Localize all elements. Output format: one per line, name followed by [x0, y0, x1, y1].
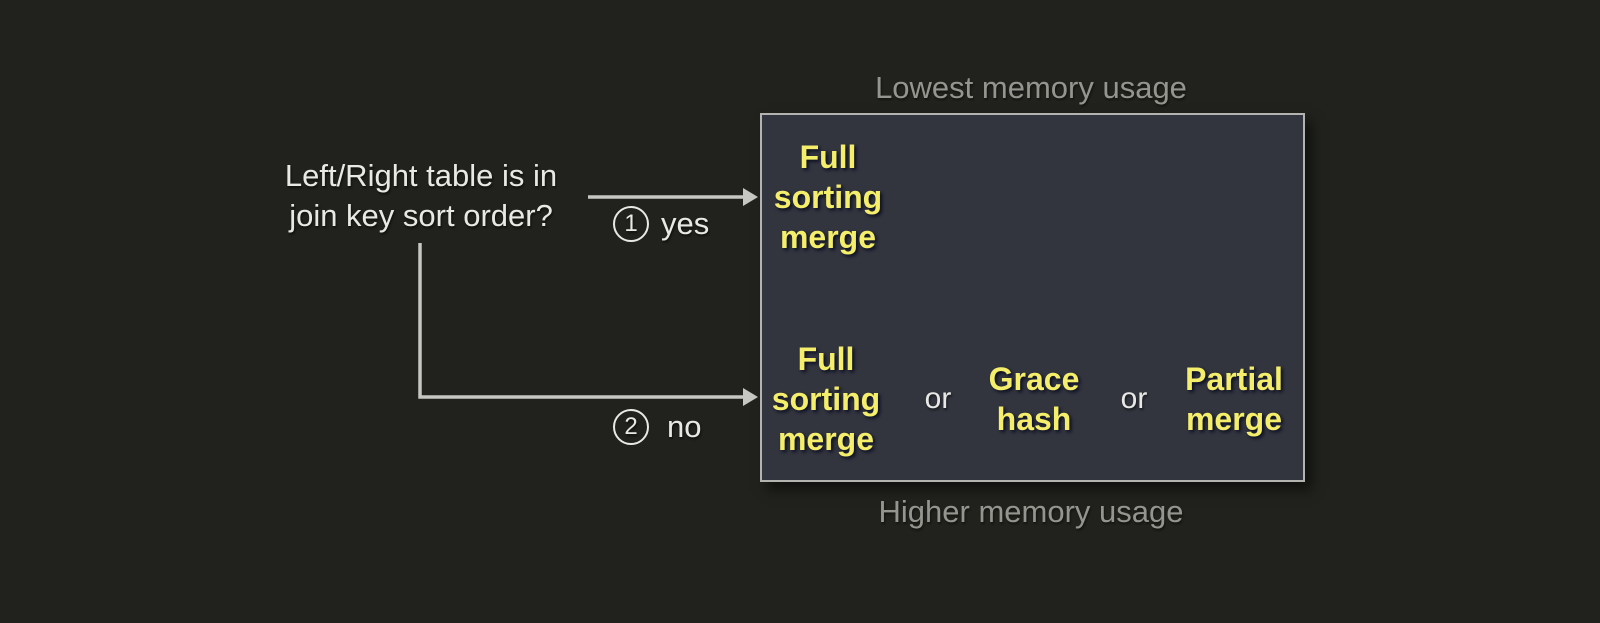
or-separator-2: or	[1120, 382, 1148, 415]
option-full-sorting-merge-sorted: Full sorting merge	[773, 139, 883, 255]
option-full-sorting-merge-unsorted: Full sorting merge	[771, 341, 881, 457]
arrow-no-line	[418, 243, 744, 399]
branch-no-text: no	[667, 409, 702, 444]
branch-yes-text: yes	[661, 206, 710, 241]
branch-no-label: 2 no	[613, 409, 701, 445]
lowest-memory-label: Lowest memory usage	[875, 70, 1187, 105]
algorithm-options-box: Full sorting merge Full sorting merge or…	[760, 113, 1305, 482]
question-text: Left/Right table is in join key sort ord…	[284, 158, 558, 233]
branch-yes-label: 1 yes	[613, 206, 709, 242]
or-separator-1: or	[924, 382, 952, 415]
circled-number-1-icon: 1	[613, 206, 649, 242]
arrow-yes-head	[743, 188, 758, 206]
arrow-no-head	[743, 388, 758, 406]
option-grace-hash: Grace hash	[988, 361, 1080, 437]
option-partial-merge: Partial merge	[1185, 361, 1283, 437]
circled-number-2-icon: 2	[613, 409, 649, 445]
higher-memory-label: Higher memory usage	[878, 494, 1184, 529]
